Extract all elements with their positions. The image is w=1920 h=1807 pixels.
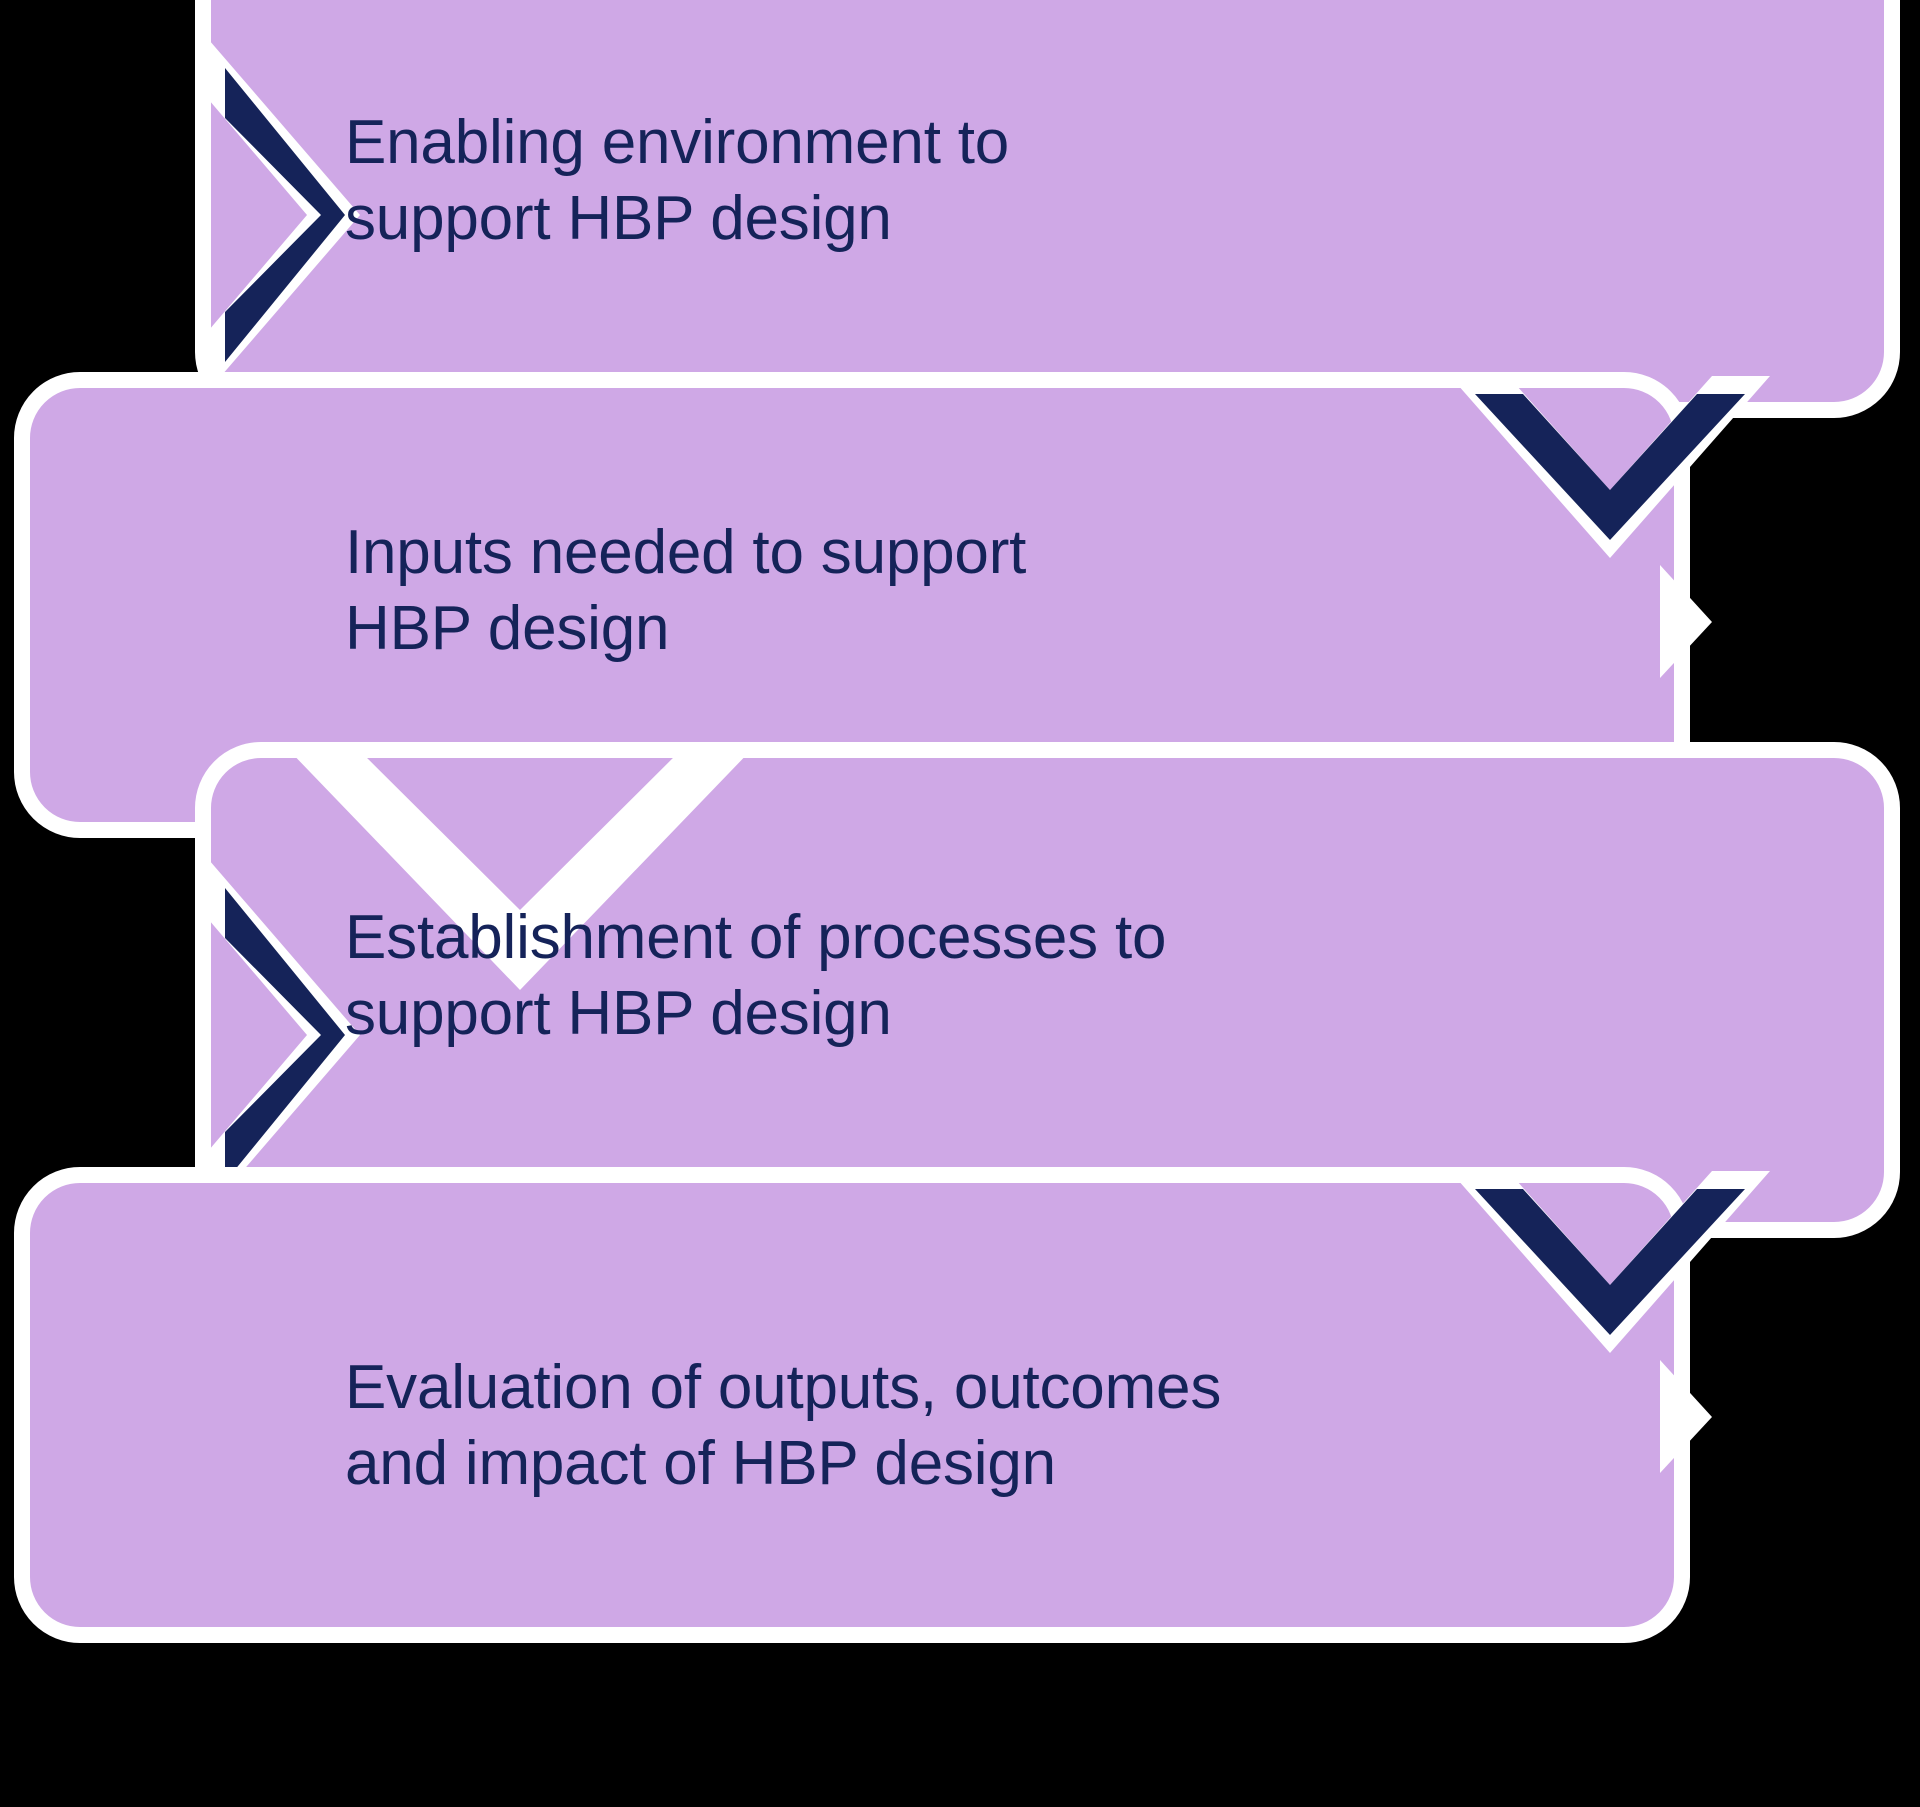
process-step-3[interactable]: Establishment of processes to support HB… [195,742,1900,1238]
step-4-shape [14,1167,1770,1643]
chevron-right-icon [225,68,345,362]
step-3-top-notch [285,746,755,990]
step-1-label: Enabling environment to support HBP desi… [345,108,1010,253]
process-step-2[interactable]: Inputs needed to support HBP design [0,372,1770,838]
step-4-right-notch [1660,1360,1712,1473]
chevron-right-icon [225,888,345,1182]
step-2-shape [14,372,1770,838]
step-2-right-notch [1660,565,1712,678]
step-3-label: Establishment of processes to support HB… [345,903,1167,1048]
process-step-4[interactable]: Evaluation of outputs, outcomes and impa… [0,1167,1770,1643]
process-step-1[interactable]: Enabling environment to support HBP desi… [195,0,1900,420]
step-2-label: Inputs needed to support HBP design [345,518,1027,663]
chevron-down-icon [1475,394,1745,540]
chevron-down-icon [1475,1189,1745,1335]
step-4-label: Evaluation of outputs, outcomes and impa… [345,1353,1222,1498]
